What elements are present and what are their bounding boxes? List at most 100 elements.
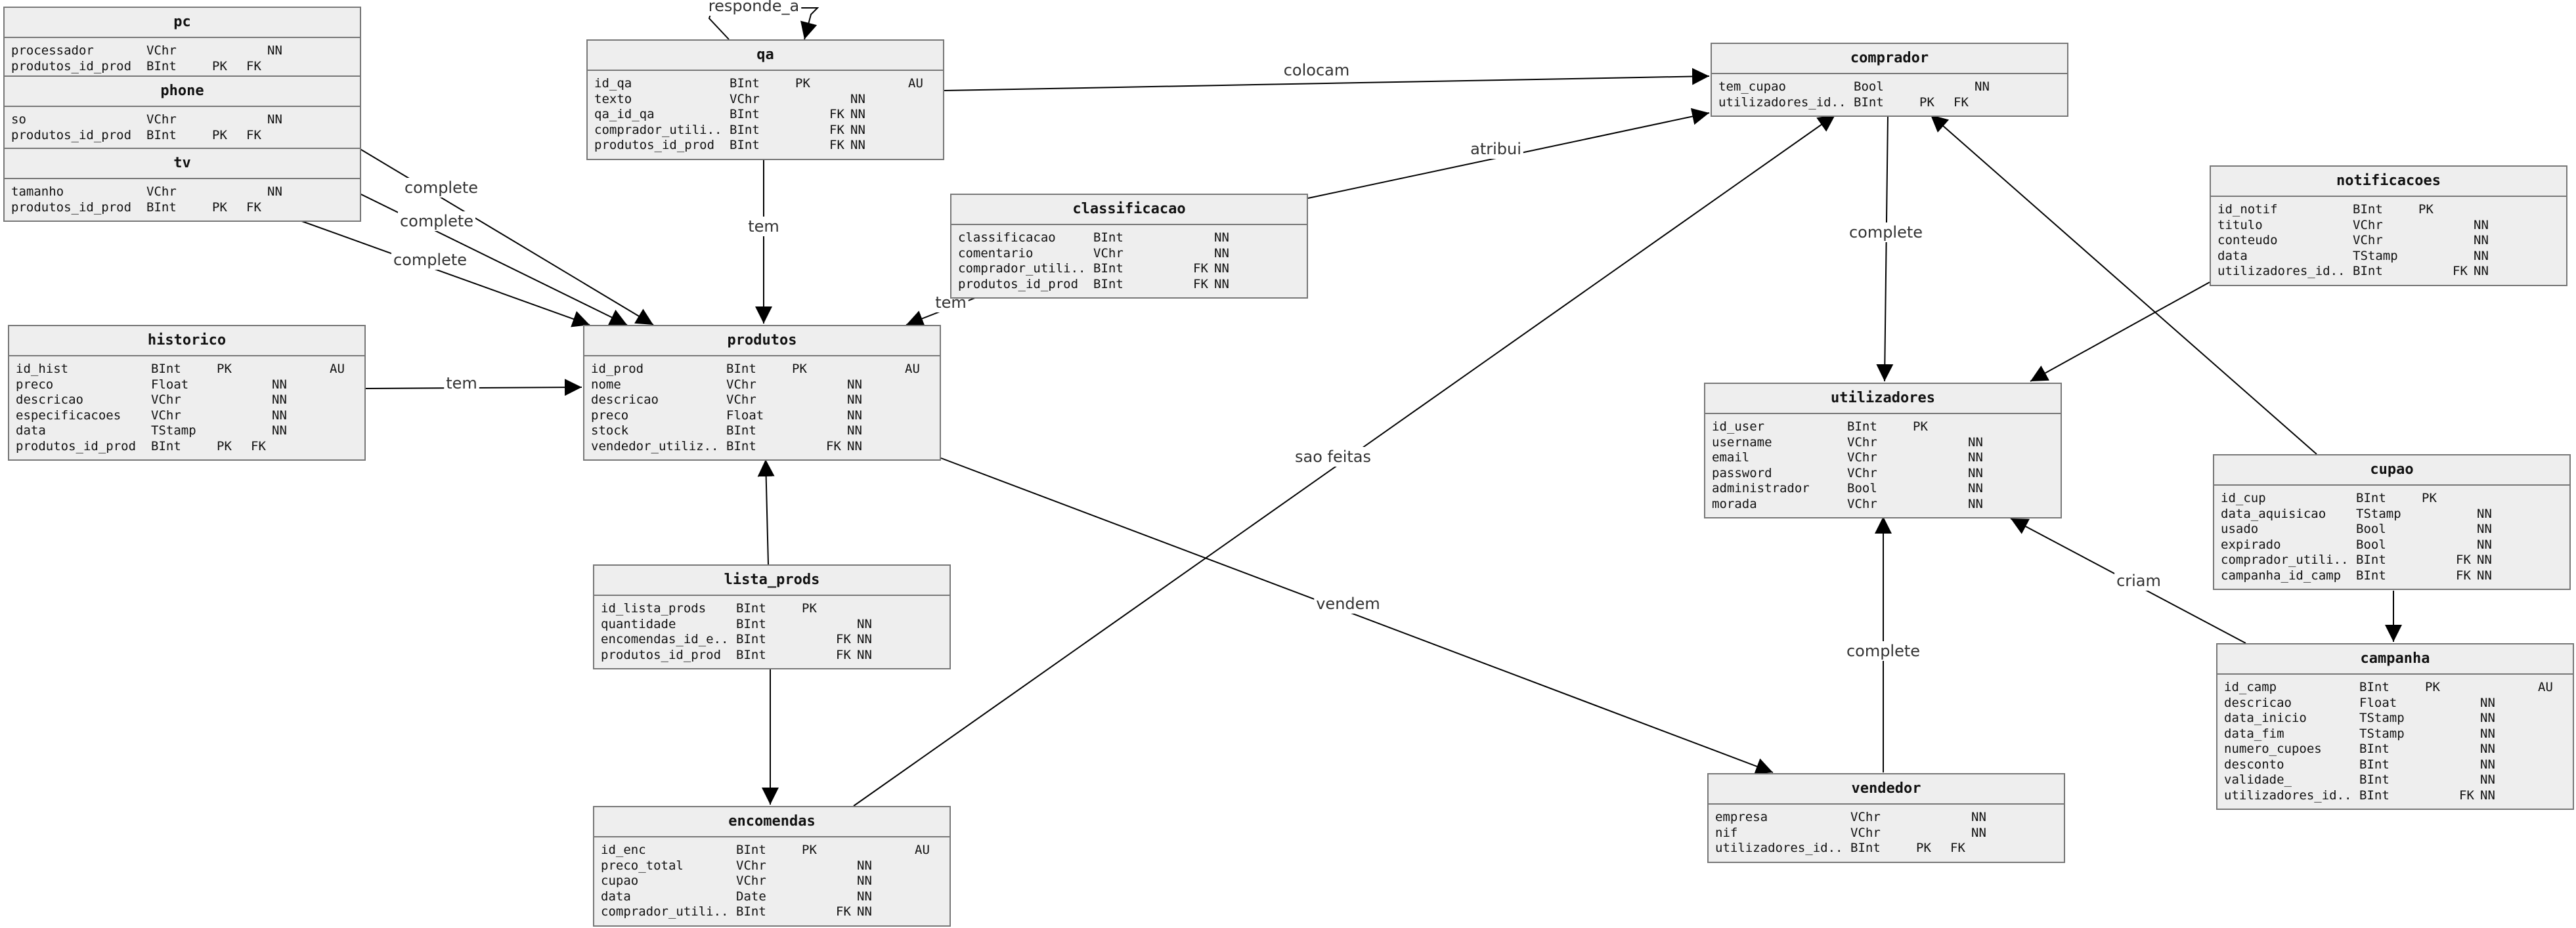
attribute-nn: NN <box>857 616 872 631</box>
attribute-nn <box>272 439 330 455</box>
attribute-name: especificacoes <box>16 408 121 423</box>
attribute-name: utilizadores_id.. <box>2224 788 2352 803</box>
attribute-nn: NN <box>1214 245 1229 261</box>
attribute-au <box>2531 218 2558 234</box>
attribute-fk: FK <box>829 107 844 121</box>
attribute-type: BInt <box>736 601 766 616</box>
attribute-fk <box>836 858 857 874</box>
attribute-nn: NN <box>847 377 862 392</box>
attribute-type: BInt <box>2356 568 2386 583</box>
attribute-pk: PK <box>802 843 817 857</box>
attribute-name: tamanho <box>11 184 64 199</box>
attribute-pk <box>212 184 246 200</box>
attribute-au <box>2535 507 2561 522</box>
entity-title: vendedor <box>1709 774 2064 805</box>
attribute-type: BInt <box>726 362 756 376</box>
attribute-fk: FK <box>2453 264 2468 278</box>
attribute-au <box>2531 233 2558 249</box>
attribute-name: encomendas_id_e.. <box>601 632 729 646</box>
attribute-pk <box>217 392 251 408</box>
attribute-pk <box>802 617 836 633</box>
attribute-pk <box>2425 757 2459 773</box>
attribute-name: stock <box>591 423 629 438</box>
attribute-nn: NN <box>857 904 872 919</box>
attribute-au: AU <box>908 76 923 91</box>
attribute-nn: NN <box>857 647 872 662</box>
attribute-name: produtos_id_prod <box>594 138 715 152</box>
attribute-pk <box>2418 218 2453 234</box>
attribute-au <box>908 123 934 138</box>
attribute-nn: NN <box>267 112 282 127</box>
attribute-nn: NN <box>847 423 862 438</box>
attribute-nn: NN <box>857 858 872 873</box>
attribute-au <box>2032 79 2059 95</box>
relationship-label: complete <box>400 212 473 230</box>
attribute-au <box>2531 249 2558 264</box>
attribute-nn <box>857 843 915 858</box>
attribute-au <box>325 200 351 216</box>
attribute-fk <box>836 617 857 633</box>
attribute-name: desconto <box>2224 757 2284 772</box>
attribute-fk: FK <box>246 127 261 142</box>
attribute-nn: NN <box>847 392 862 407</box>
attribute-pk <box>2425 727 2459 742</box>
attribute-fk <box>829 92 850 108</box>
attribute-nn <box>847 362 905 377</box>
attribute-fk <box>2456 491 2477 507</box>
attribute-type: VChr <box>2353 217 2383 232</box>
attribute-name: data_inicio <box>2224 711 2307 725</box>
attribute-nn: NN <box>2480 695 2495 710</box>
attribute-fk: FK <box>2456 553 2471 567</box>
attribute-pk <box>802 889 836 905</box>
attribute-pk <box>2418 249 2453 264</box>
attribute-pk <box>2418 264 2453 280</box>
attribute-pk: PK <box>2418 202 2434 217</box>
attribute-au <box>2032 95 2059 111</box>
attribute-fk <box>2453 218 2474 234</box>
attribute-name: utilizadores_id.. <box>2217 264 2346 278</box>
attribute-fk <box>836 889 857 905</box>
attribute-name: id_notif <box>2217 202 2278 217</box>
attribute-fk: FK <box>1193 261 1208 276</box>
attribute-nn: NN <box>850 122 865 137</box>
attribute-pk: PK <box>217 438 232 453</box>
attribute-pk <box>2422 568 2456 584</box>
attribute-fk <box>1947 450 1968 466</box>
attribute-nn <box>1971 841 2029 856</box>
attribute-fk: FK <box>829 122 844 137</box>
attribute-nn <box>272 362 330 377</box>
attribute-pk <box>1913 466 1947 482</box>
label-background <box>397 211 476 231</box>
